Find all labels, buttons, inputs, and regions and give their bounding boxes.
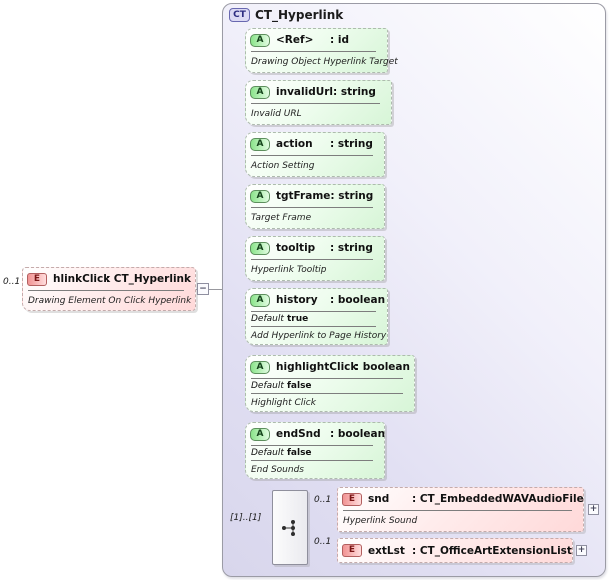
attribute-type: : string [333, 86, 376, 98]
attribute-annotation: Drawing Object Hyperlink Target [251, 57, 398, 67]
attribute-type: : boolean [330, 428, 386, 440]
attribute-box-highlightclick: A highlightClick : boolean Default false… [245, 355, 415, 412]
attribute-annotation: Target Frame [251, 213, 312, 223]
multiplicity-snd: 0..1 [314, 495, 332, 505]
attribute-icon: A [250, 241, 270, 255]
multiplicity-sequence: [1]..[1] [230, 513, 262, 523]
divider [343, 510, 572, 511]
attribute-box-history: A history : boolean Default true Add Hyp… [245, 288, 388, 345]
collapse-icon[interactable]: − [197, 283, 209, 295]
attribute-annotation: Add Hyperlink to Page History [251, 330, 387, 341]
divider [251, 378, 403, 379]
element-name-row: E extLst : CT_OfficeArtExtensionList [338, 539, 572, 562]
attribute-name: invalidUrl [276, 86, 334, 98]
element-name-row: E hlinkClick : CT_Hyperlink [23, 268, 195, 290]
divider [251, 155, 373, 156]
attribute-name: action [276, 138, 313, 150]
element-box-snd[interactable]: E snd : CT_EmbeddedWAVAudioFile Hyperlin… [337, 487, 584, 532]
attribute-name-row: A endSnd : boolean [246, 423, 386, 445]
attribute-type: : boolean [330, 294, 386, 306]
attribute-type: : boolean [354, 361, 410, 373]
element-box-hlinkclick[interactable]: E hlinkClick : CT_Hyperlink Drawing Elem… [22, 267, 196, 311]
divider [251, 311, 376, 312]
attribute-icon: A [250, 189, 270, 203]
attribute-name-row: A action : string [246, 133, 384, 155]
default-label: Default [251, 448, 284, 458]
attribute-box-action: A action : string Action Setting [245, 132, 385, 177]
attribute-box-tooltip: A tooltip : string Hyperlink Tooltip [245, 236, 385, 281]
attribute-name: tooltip [276, 242, 316, 254]
element-annotation: Hyperlink Sound [343, 516, 418, 526]
attribute-name-row: A history : boolean [246, 289, 387, 311]
element-box-extlst[interactable]: E extLst : CT_OfficeArtExtensionList [337, 538, 573, 563]
element-name: hlinkClick [53, 273, 111, 285]
attribute-box-endsnd: A endSnd : boolean Default false End Sou… [245, 422, 385, 479]
attribute-annotation: End Sounds [251, 464, 304, 475]
divider [251, 393, 403, 394]
attribute-icon: A [250, 360, 270, 374]
attribute-default-row: Default false [246, 446, 384, 460]
divider [251, 259, 373, 260]
attribute-annotation: Hyperlink Tooltip [251, 265, 327, 275]
connector-root-to-panel [196, 289, 238, 290]
divider [251, 51, 376, 52]
element-type: : CT_EmbeddedWAVAudioFile [412, 493, 584, 505]
expand-icon[interactable]: + [588, 504, 599, 515]
divider [251, 326, 376, 327]
attribute-name: <Ref> [276, 34, 314, 46]
attribute-annotation: Action Setting [251, 161, 315, 171]
multiplicity-root: 0..1 [3, 277, 21, 287]
divider [251, 103, 380, 104]
element-icon: E [342, 492, 362, 506]
divider [28, 290, 184, 291]
divider [251, 207, 373, 208]
element-name: snd [368, 493, 390, 505]
attribute-name-row: A <Ref> : id [246, 29, 387, 51]
attribute-box-invalidurl: A invalidUrl : string Invalid URL [245, 80, 392, 125]
attribute-icon: A [250, 85, 270, 99]
default-label: Default [251, 381, 284, 391]
attribute-name: endSnd [276, 428, 321, 440]
element-icon: E [27, 272, 47, 286]
attribute-icon: A [250, 293, 270, 307]
attribute-name-row: A tooltip : string [246, 237, 384, 259]
attribute-type: : string [330, 190, 374, 202]
attribute-name: history [276, 294, 318, 306]
attribute-name-row: A tgtFrame : string [246, 185, 384, 207]
attribute-icon: A [250, 137, 270, 151]
default-value: false [287, 448, 312, 458]
divider [251, 445, 373, 446]
element-type: : CT_Hyperlink [105, 273, 191, 285]
attribute-default-row: Default true [246, 312, 387, 326]
multiplicity-extlst: 0..1 [314, 537, 332, 547]
element-name: extLst [368, 544, 405, 557]
sequence-indicator [272, 490, 308, 565]
divider [251, 460, 373, 461]
element-icon: E [342, 544, 362, 557]
attribute-icon: A [250, 33, 270, 47]
default-value: true [287, 314, 309, 324]
attribute-name-row: A invalidUrl : string [246, 81, 391, 103]
attribute-type: : string [330, 242, 373, 254]
element-name-row: E snd : CT_EmbeddedWAVAudioFile [338, 488, 584, 510]
complex-type-title: CT_Hyperlink [255, 8, 344, 22]
element-type: : CT_OfficeArtExtensionList [412, 544, 572, 557]
default-label: Default [251, 314, 284, 324]
attribute-name: tgtFrame [276, 190, 331, 202]
attribute-type: : string [330, 138, 373, 150]
attribute-annotation: Highlight Click [251, 397, 316, 408]
attribute-annotation: Invalid URL [251, 109, 302, 119]
attribute-type: : id [330, 34, 349, 46]
attribute-name-row: A highlightClick : boolean [246, 356, 414, 378]
complex-type-icon: CT [229, 8, 250, 22]
attribute-box-tgtframe: A tgtFrame : string Target Frame [245, 184, 385, 229]
attribute-name: highlightClick [276, 361, 358, 373]
sequence-icon [282, 519, 295, 536]
attribute-box-ref: A <Ref> : id Drawing Object Hyperlink Ta… [245, 28, 398, 73]
element-annotation: Drawing Element On Click Hyperlink [28, 295, 192, 306]
attribute-icon: A [250, 427, 270, 441]
expand-icon[interactable]: + [576, 545, 587, 556]
default-value: false [287, 381, 312, 391]
attribute-default-row: Default false [246, 379, 414, 393]
